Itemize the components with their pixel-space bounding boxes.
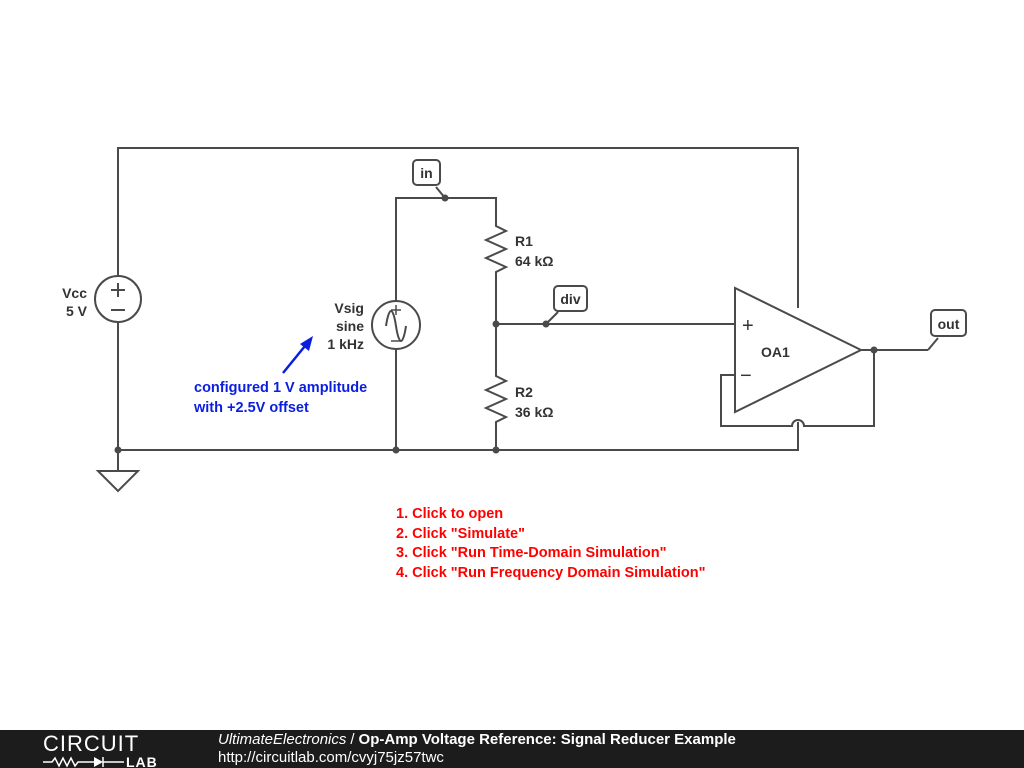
vsig-freq-label: 1 kHz — [327, 336, 364, 352]
vsig-source[interactable] — [371, 300, 421, 350]
annotation-line-1: configured 1 V amplitude — [194, 380, 367, 396]
resistor-diode-icon — [43, 756, 124, 768]
net-tag-in[interactable]: in — [412, 159, 446, 199]
circuitlab-logo[interactable]: CIRCUIT LAB — [42, 732, 182, 768]
net-tag-out-label: out — [938, 316, 960, 332]
r2-name-label: R2 — [515, 384, 533, 400]
footer-text: UltimateElectronics/Op-Amp Voltage Refer… — [218, 731, 736, 767]
opamp-plus-sign: + — [742, 315, 754, 337]
annotation-arrow — [282, 336, 313, 374]
instruction-4: 4. Click "Run Frequency Domain Simulatio… — [396, 565, 705, 581]
logo-bottom-text: LAB — [126, 754, 158, 768]
vsig-type-label: sine — [336, 318, 364, 334]
circuit-schematic[interactable]: Vcc 5 V Vsig sine 1 kHz R1 64 kΩ R2 36 k… — [0, 0, 1024, 730]
r1-name-label: R1 — [515, 233, 533, 249]
net-tag-div[interactable]: div — [545, 285, 588, 325]
opamp-minus-sign: − — [740, 365, 752, 387]
opamp-oa1[interactable] — [734, 286, 864, 414]
vcc-source[interactable] — [94, 275, 142, 323]
opamp-name-label: OA1 — [761, 344, 790, 360]
instruction-1: 1. Click to open — [396, 506, 503, 522]
net-tag-div-label: div — [560, 291, 580, 307]
net-tag-in-label: in — [420, 165, 432, 181]
vcc-value-label: 5 V — [66, 303, 88, 319]
vsig-name-label: Vsig — [334, 300, 364, 316]
ground-symbol — [95, 470, 141, 493]
supply-wiring — [117, 147, 799, 470]
footer-url[interactable]: http://circuitlab.com/cvyj75jz57twc — [218, 749, 444, 766]
resistor-r1[interactable] — [483, 222, 509, 278]
r2-value-label: 36 kΩ — [515, 404, 553, 420]
instruction-3: 3. Click "Run Time-Domain Simulation" — [396, 545, 667, 561]
r1-value-label: 64 kΩ — [515, 253, 553, 269]
signal-wiring — [395, 197, 735, 450]
instruction-2: 2. Click "Simulate" — [396, 526, 525, 542]
footer-title[interactable]: Op-Amp Voltage Reference: Signal Reducer… — [358, 731, 736, 748]
footer-author[interactable]: UltimateElectronics — [218, 731, 347, 748]
resistor-r2[interactable] — [483, 372, 509, 426]
net-tag-out[interactable]: out — [927, 309, 967, 351]
annotation-line-2: with +2.5V offset — [193, 400, 309, 416]
logo-top-text: CIRCUIT — [43, 732, 139, 756]
footer-bar: CIRCUIT LAB UltimateElectronics/Op-Amp V… — [0, 730, 1024, 768]
footer-separator: / — [350, 731, 355, 748]
vcc-name-label: Vcc — [62, 285, 87, 301]
